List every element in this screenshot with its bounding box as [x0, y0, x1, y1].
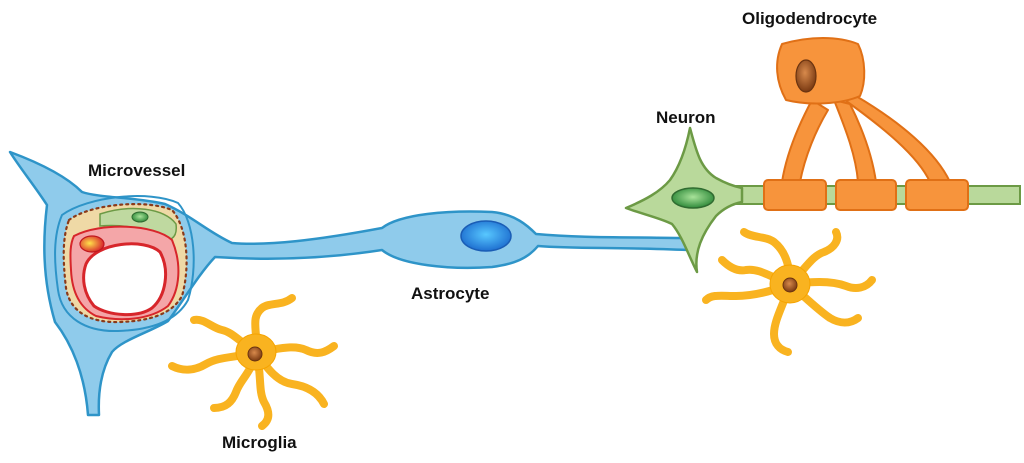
- microglia-right: [702, 228, 876, 356]
- oligodendrocyte-process-1: [781, 99, 829, 183]
- microvessel: [54, 195, 195, 333]
- microglia-left-nucleus: [247, 346, 263, 362]
- oligodendrocyte: [763, 37, 969, 211]
- microglia-left: [168, 294, 338, 430]
- label-oligodendrocyte: Oligodendrocyte: [742, 9, 877, 28]
- oligodendrocyte-cell-body: [776, 37, 866, 105]
- label-microvessel: Microvessel: [88, 161, 185, 180]
- astrocyte-cell-body: [8, 150, 700, 417]
- myelin-sheath-1: [763, 179, 827, 211]
- microglia-right-nucleus: [782, 277, 798, 293]
- neuron: [624, 126, 744, 274]
- endfoot-outline: [54, 195, 195, 333]
- label-neuron: Neuron: [656, 108, 716, 127]
- red-blood-cell: [79, 235, 105, 253]
- myelin-sheath-3: [905, 179, 969, 211]
- oligodendrocyte-nucleus: [795, 59, 817, 93]
- pericyte-nucleus: [131, 211, 149, 223]
- astrocyte-nucleus: [460, 220, 512, 252]
- astrocyte: [8, 150, 700, 417]
- label-microglia: Microglia: [222, 433, 297, 452]
- label-astrocyte: Astrocyte: [411, 284, 489, 303]
- vessel-lumen: [82, 242, 167, 317]
- myelin-sheath-2: [835, 179, 897, 211]
- neuron-nucleus: [671, 187, 715, 209]
